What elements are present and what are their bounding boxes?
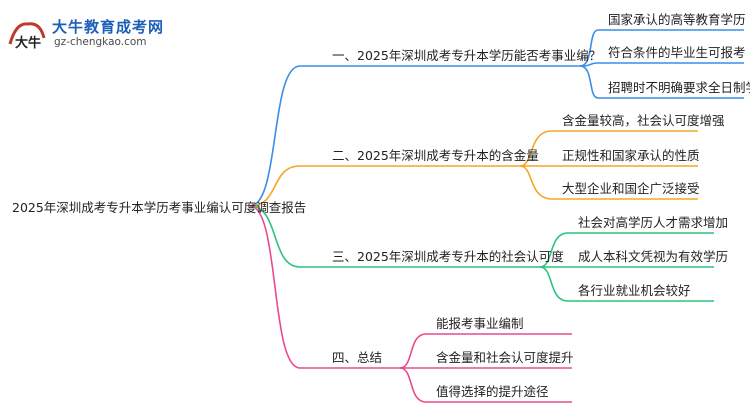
branch-3-label: 三、2025年深圳成考专升本的社会认可度 [332,249,564,264]
branch-4-child-3: 值得选择的提升途径 [436,384,549,399]
connector-branch-3-child-3 [539,266,714,302]
branch-3-child-1: 社会对高学历人才需求增加 [578,215,728,230]
branch-4-child-2: 含金量和社会认可度提升 [436,350,574,365]
branch-1-child-3: 招聘时不明确要求全日制学历 [608,80,750,95]
connector-root-branch-4 [249,205,330,369]
logo-title: 大牛教育成考网 [52,18,165,36]
connector-branch-1-child-3 [579,65,744,99]
connector-branch-1-child-2 [579,62,744,67]
branch-2-child-1: 含金量较高，社会认可度增强 [562,113,725,128]
connector-branch-1-child-1 [579,29,744,67]
logo-url: gz-chengkao.com [54,36,147,48]
branch-3-child-3: 各行业就业机会较好 [578,283,691,298]
branch-4-label: 四、总结 [332,350,382,365]
branch-1-child-1: 国家承认的高等教育学历 [608,12,746,27]
connector-root-branch-1 [249,65,330,207]
connector-root-branch-3 [249,205,330,268]
connector-branch-2-child-1 [519,130,698,167]
site-logo[interactable]: 大牛 大牛教育成考网 gz-chengkao.com [6,14,186,56]
connector-branch-4-child-1 [399,333,572,369]
branch-2-label: 二、2025年深圳成考专升本的含金量 [332,148,539,163]
branch-1-label: 一、2025年深圳成考专升本学历能否考事业编？ [332,48,601,63]
connector-branch-2-child-3 [519,165,698,200]
branch-1-child-2: 符合条件的毕业生可报考 [608,45,746,60]
connector-branch-4-child-3 [399,367,572,403]
branch-2-child-3: 大型企业和国企广泛接受 [562,181,700,196]
branch-2-child-2: 正规性和国家承认的性质 [562,148,700,163]
root-topic: 2025年深圳成考专升本学历考事业编认可度调查报告 [12,200,306,215]
connector-branch-3-child-1 [539,232,714,268]
branch-3-child-2: 成人本科文凭视为有效学历 [578,249,728,264]
logo-bull-icon: 大牛 [8,22,46,51]
logo-mark-text: 大牛 [15,35,41,51]
connector-root-branch-2 [249,165,330,207]
branch-4-child-1: 能报考事业编制 [436,316,524,331]
